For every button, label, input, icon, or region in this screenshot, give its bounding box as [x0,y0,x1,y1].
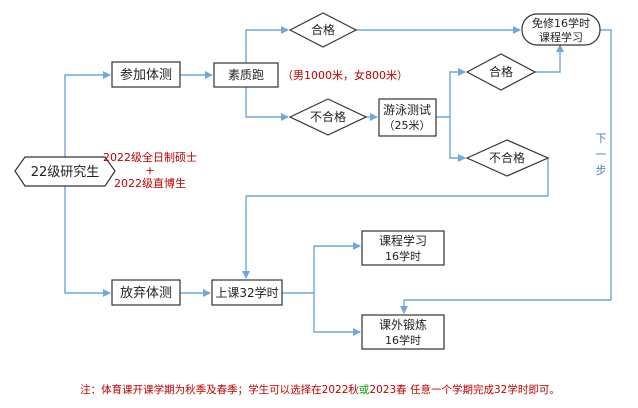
exercise-line1: 课外锻炼 [379,317,427,332]
class-32-node: 上课32学时 [211,279,283,306]
footnote-part1: 注：体育课开课学期为秋季及春季；学生可以选择在2022秋 [80,383,359,396]
exempt-line1: 免修16学时 [532,16,590,30]
fail-diamond-2: 不合格 [465,139,550,177]
exempt-node: 免修16学时 课程学习 [521,13,601,46]
fail-1-label: 不合格 [310,109,346,124]
footnote-or: 或 [359,384,370,396]
eligibility-note: 2022级全日制硕士 + 2022级直博生 [103,150,197,190]
swim-line1: 游泳测试 [383,102,431,117]
run-test-node: 素质跑 [213,62,279,88]
exercise-line2: 16学时 [385,333,421,347]
next-step-char-2: 一 [596,148,607,161]
test-option-label: 参加体测 [120,67,172,83]
course-line2: 16学时 [385,249,421,263]
pass-1-label: 合格 [311,22,335,37]
exempt-line2: 课程学习 [539,30,583,44]
swim-line2: （25米） [384,119,431,132]
fail-2-label: 不合格 [489,150,525,165]
eligible-line2: 2022级直博生 [114,176,186,190]
start-node: 22级研究生 [14,156,116,187]
skip-option-label: 放弃体测 [120,286,172,301]
course-node: 课程学习 16学时 [361,230,445,266]
eligible-line1: 2022级全日制硕士 [103,150,197,164]
run-test-label: 素质跑 [228,68,264,82]
exercise-node: 课外锻炼 16学时 [361,314,445,350]
connectors [64,26,612,336]
pass-diamond-1: 合格 [288,12,358,48]
pass-2-label: 合格 [489,64,513,79]
fail-diamond-1: 不合格 [288,98,368,136]
footnote: 注：体育课开课学期为秋季及春季；学生可以选择在2022秋或2023春 任意一个学… [80,383,560,396]
eligible-plus: + [145,164,154,177]
course-line1: 课程学习 [379,233,427,248]
pass-diamond-2: 合格 [465,53,537,91]
skip-option-node: 放弃体测 [111,279,181,306]
footnote-part2: 2023春 任意一个学期完成32学时即可。 [369,383,559,396]
run-standard: （男1000米，女800米） [282,68,408,82]
next-step-label: 下 一 步 [596,132,607,177]
next-step-char-1: 下 [596,132,607,145]
next-step-char-3: 步 [596,164,607,177]
test-option-node: 参加体测 [111,61,181,88]
class-32-label: 上课32学时 [215,285,278,300]
swim-test-node: 游泳测试 （25米） [378,98,437,137]
start-label: 22级研究生 [31,165,100,180]
